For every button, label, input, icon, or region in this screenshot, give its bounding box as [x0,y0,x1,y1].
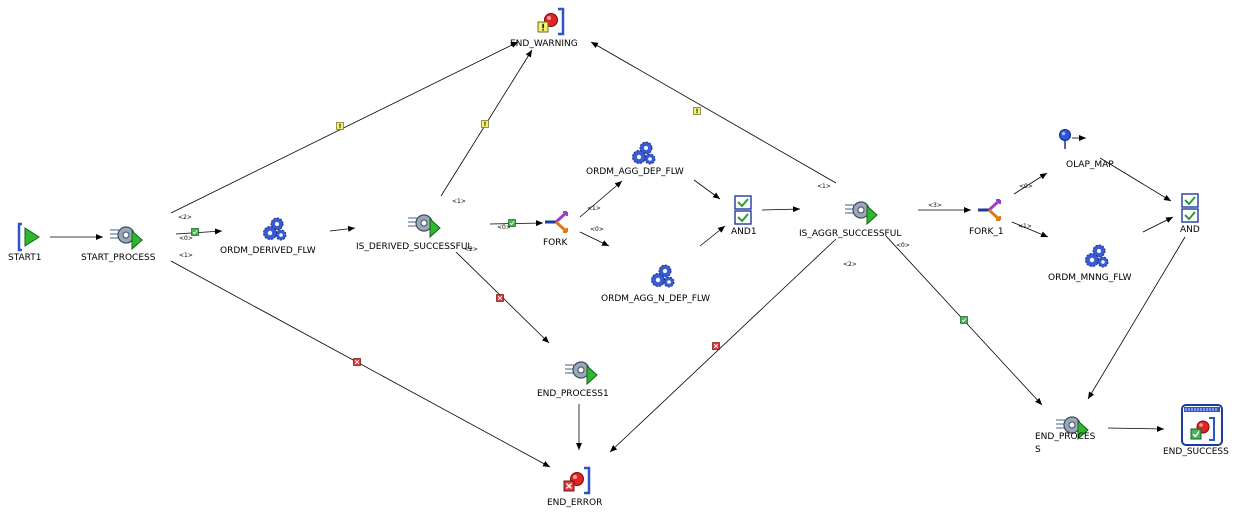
warning-badge[interactable] [481,120,489,128]
ordm-agg-n-dep-flw-node[interactable] [650,263,676,289]
success-badge[interactable] [191,228,199,236]
edge-fork1-to-mnng[interactable] [1011,221,1049,238]
ordm-mnng-flw-node[interactable] [1084,243,1110,269]
edge-label: <1> [587,205,601,212]
end-error-node[interactable] [562,465,592,495]
process-activity-icon [1056,416,1089,441]
is-aggr-successful-node[interactable] [843,196,879,226]
edge-label: <2> [843,261,857,268]
process-activity-icon [408,214,441,239]
gears-icon [632,141,656,165]
edge-olap-to-and[interactable] [1099,157,1172,202]
fork-icon [978,198,1002,222]
success-badge[interactable] [508,219,516,227]
end-warning-label: END_WARNING [510,39,578,49]
is-derived-successful-node[interactable] [406,209,442,239]
edge-label: <1> [817,183,831,190]
fork-1-label: FORK_1 [969,227,1004,237]
and1-label: AND1 [731,227,757,237]
process-activity-icon [845,201,878,226]
edge-isd-to-fork[interactable] [489,220,544,227]
edge-fork-to-dep[interactable] [579,180,623,218]
and-node[interactable] [1181,193,1199,223]
edge-label: <2> [464,246,478,253]
edge-derived-to-isd[interactable] [329,225,356,232]
and-join-icon [1181,193,1199,223]
edge-end-process-to-success[interactable] [1107,425,1165,432]
fork-1-node[interactable] [976,196,1006,224]
end-process-node[interactable] [1054,411,1090,441]
gears-icon [651,264,675,288]
ordm-agg-n-dep-flw-label: ORDM_AGG_N_DEP_FLW [601,294,711,304]
edge-label: <0> [1019,183,1033,190]
start-process-label: START_PROCESS [81,253,156,263]
edge-fork-to-ndep[interactable] [579,231,610,247]
end-warning-node[interactable] [536,6,566,36]
warning-badge[interactable] [336,122,344,130]
start-process-node[interactable] [108,221,144,251]
edge-process-to-warning[interactable] [170,41,519,214]
start1-label: START1 [8,253,42,263]
error-badge[interactable] [353,358,361,366]
end-process1-node[interactable] [563,356,599,386]
process-activity-icon [565,361,598,386]
edge-isa-to-error[interactable] [609,238,837,453]
end-error-icon [563,466,591,495]
edge-and-to-end-process[interactable] [1087,236,1186,400]
is-derived-successful-label: IS_DERIVED_SUCCESSFUL [356,242,473,252]
edge-dep-to-and1[interactable] [693,179,721,200]
ordm-mnng-flw-label: ORDM_MNNG_FLW [1048,273,1132,283]
ordm-agg-dep-flw-node[interactable] [631,140,657,166]
is-aggr-successful-label: IS_AGGR_SUCCESSFUL [799,229,902,239]
edge-ndep-to-and1[interactable] [699,225,726,247]
end-warning-icon [537,7,565,36]
warning-badge[interactable] [693,107,701,115]
edge-label: <2> [178,214,192,221]
end-process-label-line1: END_PROCES [1035,432,1096,442]
ordm-agg-dep-flw-label: ORDM_AGG_DEP_FLW [586,167,684,177]
edge-label: <0> [896,242,910,249]
edge-label: <0> [497,224,511,231]
edge-label: <1> [452,198,466,205]
edge-labels: <2> <0> <1> <1> <0> <2> <1> <0> <1> <3> … [178,183,1033,268]
fork-icon [545,210,569,234]
edge-label: <3> [928,202,942,209]
olap-map-node[interactable] [1053,127,1085,151]
end-process-label-line2: S [1035,445,1041,455]
error-badge[interactable] [496,294,504,302]
start-flag-icon [17,222,40,252]
edge-label: <1> [179,252,193,259]
olap-map-label: OLAP_MAP [1066,160,1114,170]
and-label: AND [1180,225,1200,235]
end-success-icon [1181,404,1223,446]
and1-node[interactable] [734,195,752,225]
ordm-derived-flw-label: ORDM_DERIVED_FLW [220,246,316,256]
edge-mnng-to-and[interactable] [1142,216,1174,233]
process-activity-icon [110,226,143,251]
error-badge[interactable] [712,342,720,350]
end-process1-label: END_PROCESS1 [537,389,609,399]
end-success-node[interactable] [1181,404,1223,446]
and-join-icon [734,195,752,225]
edge-fork1-to-olap[interactable] [1013,172,1048,195]
end-error-label: END_ERROR [547,498,603,508]
olap-map-icon [1059,129,1071,149]
condition-badges [191,107,968,366]
edge-label: <0> [590,226,604,233]
fork-label: FORK [543,238,568,248]
fork-node[interactable] [543,208,573,236]
edge-isa-to-warning[interactable] [590,41,837,184]
gears-icon [1085,244,1109,268]
edge-label: <1> [1018,223,1032,230]
edge-and1-to-isa[interactable] [761,206,801,213]
gears-icon [263,217,287,241]
success-badge[interactable] [960,316,968,324]
ordm-derived-flw-node[interactable] [262,216,288,242]
end-success-label: END_SUCCESS [1163,447,1229,457]
edge-process-to-derived[interactable] [175,228,223,235]
edge-label: <0> [179,235,193,242]
start1-node[interactable] [16,222,42,252]
